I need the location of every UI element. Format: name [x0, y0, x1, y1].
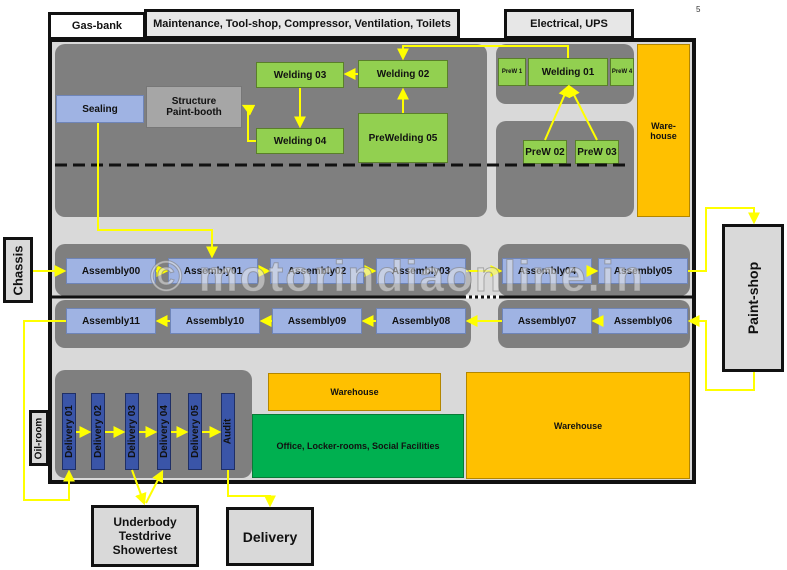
prew-03: PreW 03: [575, 140, 619, 164]
assembly-10: Assembly10: [170, 308, 260, 334]
prewelding-05: PreWelding 05: [358, 113, 448, 163]
page-number: 5: [696, 5, 701, 14]
structure-paint-booth: Structure Paint-booth: [146, 86, 242, 128]
assembly-07: Assembly07: [502, 308, 592, 334]
underbody-line1: Underbody: [113, 515, 177, 529]
paint-shop-box: Paint-shop: [722, 224, 784, 372]
assembly-01: Assembly01: [168, 258, 258, 284]
arrow-w01-w02: [397, 45, 569, 61]
prew-1-small: PreW 1: [498, 58, 526, 86]
assembly-08: Assembly08: [376, 308, 466, 334]
delivery-exit-box: Delivery: [226, 507, 314, 566]
assembly-00: Assembly00: [66, 258, 156, 284]
prew-4-small: PreW 4: [610, 58, 634, 86]
underbody-line3: Showertest: [112, 543, 178, 557]
arrow-w04-paintbooth: [241, 104, 256, 142]
delivery-04: Delivery 04: [157, 393, 171, 470]
delivery-zone: [55, 370, 252, 478]
assembly-09: Assembly09: [272, 308, 362, 334]
welding-04: Welding 04: [256, 128, 344, 154]
arrow-d03-underbody: [131, 469, 147, 506]
warehouse-small: Warehouse: [268, 373, 441, 411]
paint-booth-line1: Structure: [171, 96, 217, 107]
office-facilities: Office, Locker-rooms, Social Facilities: [252, 414, 464, 478]
arrow-asm11-delivery01: [23, 320, 75, 501]
assembly-11: Assembly11: [66, 308, 156, 334]
chassis-box: Chassis: [3, 237, 33, 303]
audit-station: Audit: [221, 393, 235, 470]
oil-room-box: Oil-room: [29, 410, 49, 466]
assembly-02: Assembly02: [270, 258, 364, 284]
welding-01: Welding 01: [528, 58, 608, 86]
prewelding-zone: [496, 121, 634, 217]
warehouse-big: Warehouse: [466, 372, 690, 479]
arrow-underbody-d04: [145, 469, 164, 504]
delivery-01: Delivery 01: [62, 393, 76, 470]
underbody-line2: Testdrive: [118, 529, 172, 543]
assembly-06: Assembly06: [598, 308, 688, 334]
assembly-04: Assembly04: [502, 258, 592, 284]
arrow-paintshop-asm06: [687, 315, 755, 391]
arrow-audit-delivery: [227, 470, 276, 508]
warehouse-right: Ware-house: [637, 44, 690, 217]
arrow-prew03-w01: [568, 84, 598, 141]
delivery-02: Delivery 02: [91, 393, 105, 470]
welding-02: Welding 02: [358, 60, 448, 88]
assembly-05: Assembly05: [598, 258, 688, 284]
welding-03: Welding 03: [256, 62, 344, 88]
delivery-05: Delivery 05: [188, 393, 202, 470]
watermark: © motorindiaonline.in: [150, 252, 645, 302]
delivery-03: Delivery 03: [125, 393, 139, 470]
arrow-asm05-paintshop: [688, 207, 760, 272]
paint-booth-line2: Paint-booth: [166, 107, 222, 118]
tab-maintenance: Maintenance, Tool-shop, Compressor, Vent…: [144, 9, 460, 39]
arrow-prew02-w01: [544, 84, 570, 141]
tab-electrical: Electrical, UPS: [504, 9, 634, 39]
arrow-sealing-asm01: [97, 123, 218, 259]
sealing-station: Sealing: [56, 95, 144, 123]
underbody-testdrive-box: Underbody Testdrive Showertest: [91, 505, 199, 567]
assembly-03: Assembly03: [376, 258, 466, 284]
